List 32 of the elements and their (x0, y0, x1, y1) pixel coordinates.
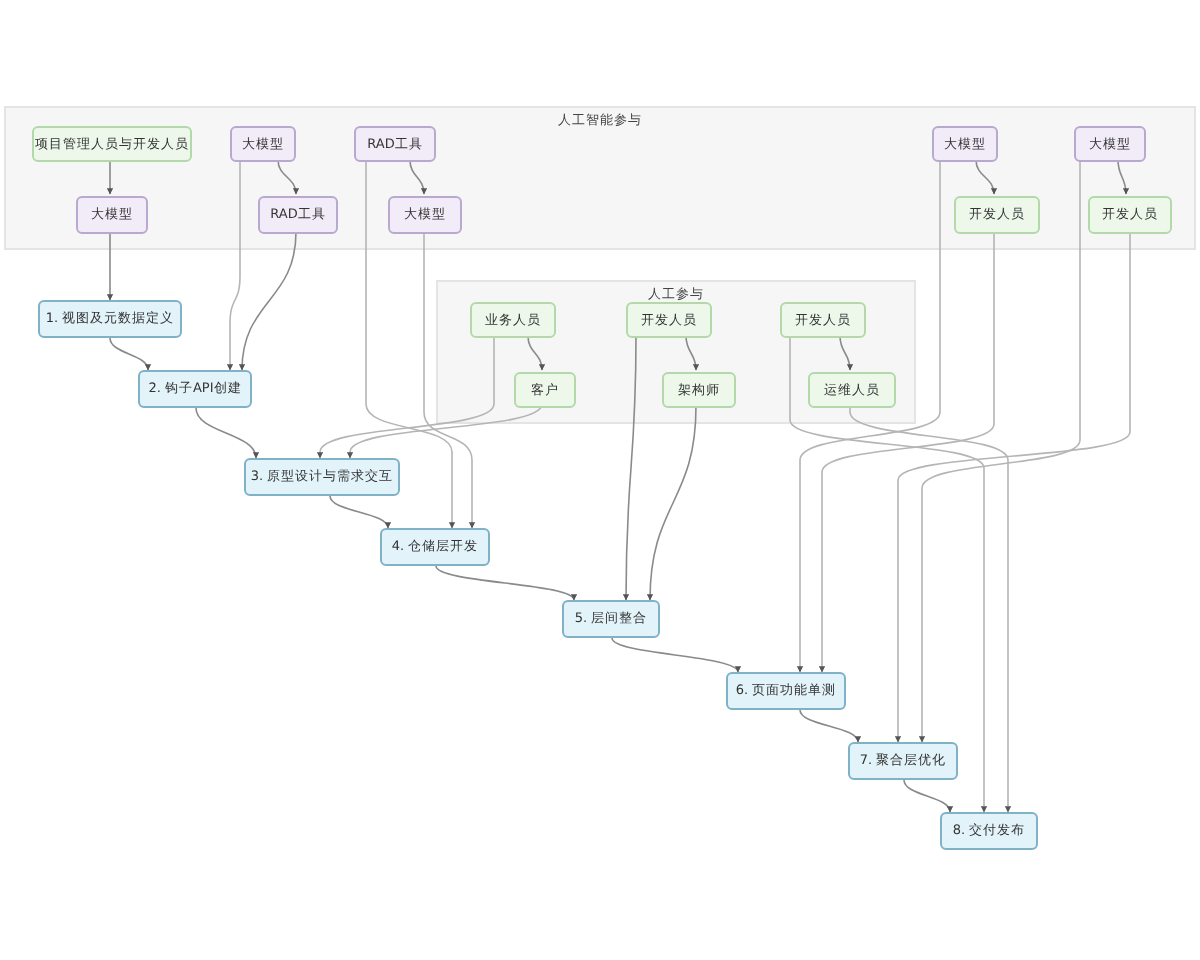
arrow (409, 159, 427, 195)
arrow (106, 159, 114, 195)
group-panel (4, 106, 1196, 250)
arrow (647, 405, 697, 601)
arrow (799, 709, 860, 743)
arrow (106, 231, 114, 301)
arrow (346, 403, 543, 459)
arrow (109, 337, 150, 371)
arrow (435, 565, 575, 601)
arrow (365, 159, 456, 529)
arrow (316, 335, 495, 459)
arrow (818, 231, 995, 673)
arrow (277, 159, 299, 195)
arrow (239, 231, 297, 371)
arrow (329, 495, 390, 529)
group-panel (436, 280, 916, 424)
arrow (918, 159, 1081, 743)
arrow (839, 335, 853, 371)
arrow (527, 335, 545, 371)
arrow (796, 159, 941, 673)
arrow (1117, 159, 1129, 195)
arrow (975, 159, 997, 195)
arrow (226, 159, 241, 371)
arrow (611, 637, 739, 673)
arrow (849, 405, 1012, 813)
arrow (195, 407, 258, 459)
arrow (903, 779, 952, 813)
arrow (423, 231, 476, 529)
arrow (894, 231, 1131, 743)
arrow (685, 335, 699, 371)
arrow (622, 335, 637, 601)
arrow (789, 335, 988, 813)
